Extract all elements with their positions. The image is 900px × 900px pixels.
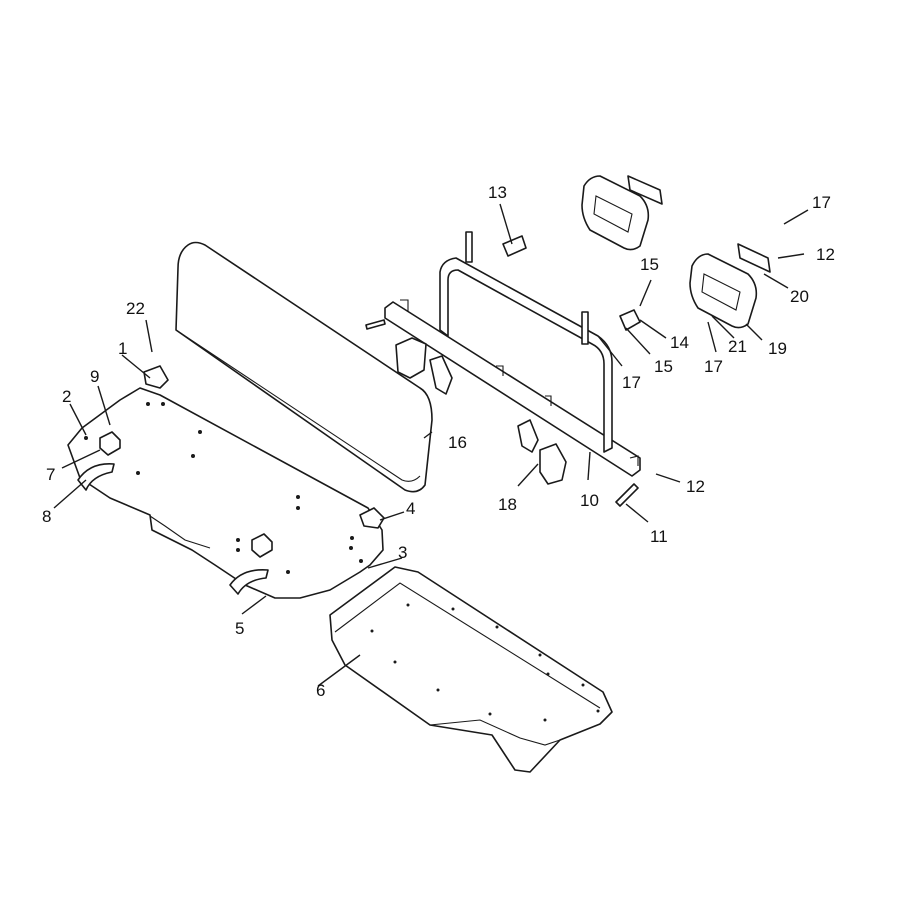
seat-frame [384, 231, 641, 477]
armrest-upper [581, 175, 663, 251]
callout-17-left: 17 [622, 373, 641, 392]
callout-10: 10 [580, 491, 599, 510]
callout-6: 6 [316, 681, 325, 700]
callout-3: 3 [398, 543, 407, 562]
callout-19: 19 [768, 339, 787, 358]
callout-4: 4 [406, 499, 415, 518]
armrest-right [689, 243, 771, 329]
callout-7: 7 [46, 465, 55, 484]
callout-9: 9 [90, 367, 99, 386]
callout-17-mid: 17 [704, 357, 723, 376]
callout-8: 8 [42, 507, 51, 526]
callout-21: 21 [728, 337, 747, 356]
callout-16: 16 [448, 433, 467, 452]
callout-13: 13 [488, 183, 507, 202]
seat-cushion [329, 566, 613, 773]
backrest-pad [175, 241, 433, 493]
leader-lines [53, 203, 809, 687]
callout-17-top: 17 [812, 193, 831, 212]
callout-18: 18 [498, 495, 517, 514]
callout-1: 1 [118, 339, 127, 358]
callout-14: 14 [670, 333, 689, 352]
callout-11: 11 [650, 527, 668, 546]
callout-15-lower: 15 [654, 357, 673, 376]
callout-20: 20 [790, 287, 809, 306]
callout-5: 5 [235, 619, 244, 638]
callout-22: 22 [126, 299, 145, 318]
upper-bracket [502, 235, 527, 257]
frame-bolt [365, 319, 386, 330]
callout-labels: 1 2 3 4 5 6 7 8 9 10 11 12 12 13 14 15 1… [42, 183, 835, 700]
pivot-pin [615, 483, 639, 507]
seat-belt-buckles [395, 337, 567, 485]
callout-12-upper: 12 [816, 245, 835, 264]
callout-15-upper: 15 [640, 255, 659, 274]
seat-base-plate [67, 365, 385, 599]
mount-bracket [619, 309, 641, 331]
callout-2: 2 [62, 387, 71, 406]
callout-12-lower: 12 [686, 477, 705, 496]
